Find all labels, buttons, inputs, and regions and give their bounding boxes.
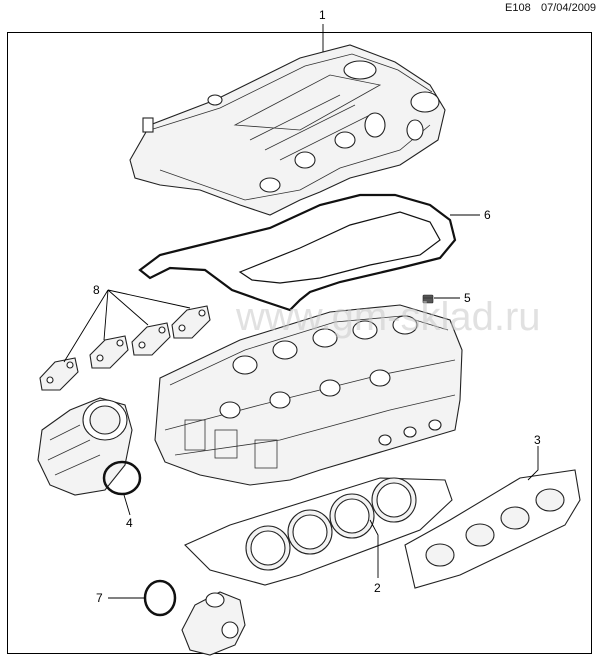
throttle-ring — [102, 460, 142, 496]
exhaust-gasket — [404, 469, 581, 589]
diagram-frame — [7, 32, 592, 654]
callout-7: 7 — [96, 591, 103, 605]
diagram-date: 07/04/2009 — [541, 2, 597, 14]
callout-labels: 1 2 3 4 5 6 7 8 — [93, 8, 541, 605]
thermostat-housing — [181, 591, 246, 656]
throttle-body — [37, 397, 133, 496]
callout-4: 4 — [126, 516, 133, 530]
callout-5: 5 — [464, 291, 471, 305]
diagram-code: E108 — [505, 2, 531, 14]
cylinder-head — [154, 304, 463, 486]
valve-cover — [129, 44, 446, 216]
callout-1: 1 — [319, 8, 326, 22]
callout-2: 2 — [374, 581, 381, 595]
small-gaskets — [39, 305, 211, 391]
callout-6: 6 — [484, 208, 491, 222]
head-gasket — [184, 477, 453, 586]
callout-8: 8 — [93, 283, 100, 297]
watermark-text: www.gm-sklad.ru — [235, 295, 541, 339]
leader-lines — [63, 24, 539, 599]
cover-gasket — [138, 193, 457, 312]
callout-3: 3 — [534, 433, 541, 447]
o-ring-seal — [143, 579, 177, 617]
small-cap — [422, 294, 434, 304]
